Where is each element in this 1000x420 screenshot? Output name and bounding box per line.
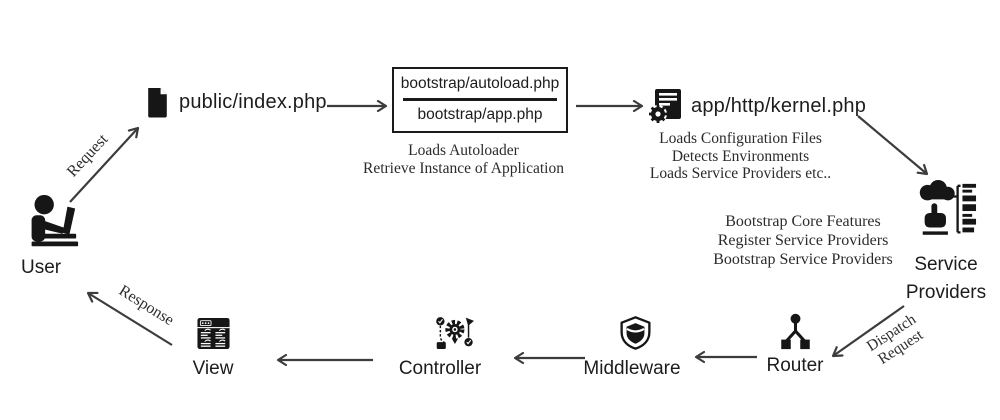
- user-at-laptop-icon: [31, 194, 79, 247]
- response-edge-label: Response: [115, 282, 177, 330]
- service-providers-label: Service Providers: [905, 254, 987, 303]
- shield-icon: [620, 316, 651, 350]
- bootstrap-note-2: Retrieve Instance of Application: [362, 159, 564, 177]
- bootstrap-autoload-label: bootstrap/autoload.php: [400, 75, 560, 92]
- sp-note-2: Register Service Providers: [717, 232, 889, 249]
- dispatch-request-edge-label: Dispatch Request: [863, 310, 927, 368]
- file-icon: [148, 88, 167, 118]
- kernel-note-2: Detects Environments: [671, 147, 810, 165]
- kernel-label: app/http/kernel.php: [691, 94, 867, 117]
- controller-gear-icon: [436, 317, 474, 349]
- index-php-node: public/index.php: [145, 87, 327, 118]
- bootstrap-notes: Loads Autoloader Retrieve Instance of Ap…: [361, 142, 566, 177]
- controller-label: Controller: [398, 358, 482, 379]
- bootstrap-app-label: bootstrap/app.php: [417, 106, 543, 123]
- cloud-services-icon: [919, 180, 977, 235]
- router-icon: [781, 313, 810, 350]
- arrow-kernel-to-serviceproviders: [857, 115, 929, 176]
- bootstrap-box: bootstrap/autoload.php bootstrap/app.php: [392, 67, 568, 133]
- user-label: User: [21, 257, 62, 278]
- index-php-label: public/index.php: [179, 91, 327, 113]
- service-providers-notes: Bootstrap Core Features Register Service…: [698, 212, 908, 269]
- sp-note-3: Bootstrap Service Providers: [713, 251, 893, 268]
- bootstrap-box-divider: [403, 98, 557, 101]
- kernel-note-3: Loads Service Providers etc..: [649, 165, 832, 182]
- kernel-node: app/http/kernel.php: [648, 88, 866, 124]
- kernel-notes: Loads Configuration Files Detects Enviro…: [637, 130, 844, 183]
- sp-note-1: Bootstrap Core Features: [725, 213, 881, 230]
- request-edge-label: Request: [63, 131, 112, 181]
- view-label: View: [192, 358, 234, 379]
- browser-view-icon: [197, 317, 230, 350]
- kernel-config-file-icon: [649, 89, 681, 123]
- router-label: Router: [766, 355, 824, 376]
- kernel-note-1: Loads Configuration Files: [659, 130, 822, 147]
- bootstrap-note-1: Loads Autoloader: [408, 142, 519, 159]
- middleware-label: Middleware: [583, 358, 681, 379]
